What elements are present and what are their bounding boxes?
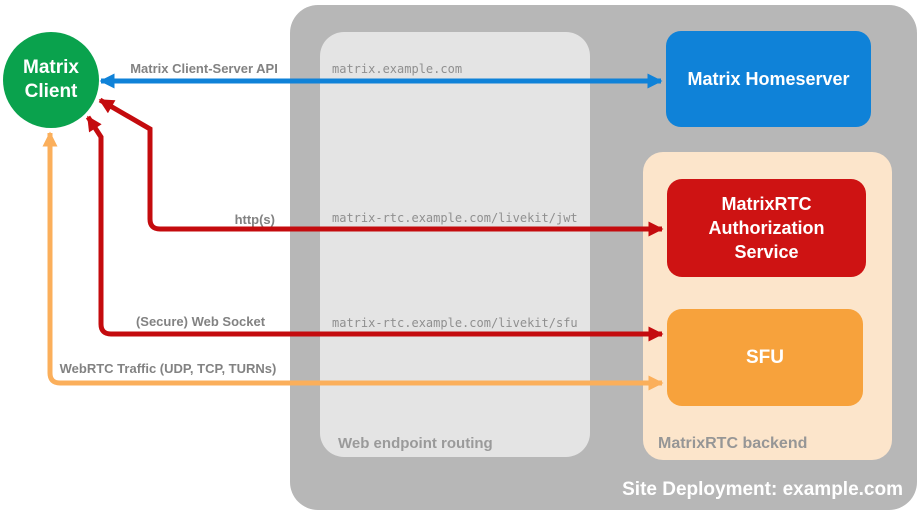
web-endpoint-routing-box bbox=[320, 32, 590, 457]
websocket-label: (Secure) Web Socket bbox=[135, 314, 266, 329]
https-label: http(s) bbox=[234, 212, 275, 227]
webrtc-traffic-label: WebRTC Traffic (UDP, TCP, TURNs) bbox=[59, 361, 277, 376]
endpoint-livekit-sfu: matrix-rtc.example.com/livekit/sfu bbox=[332, 316, 578, 330]
endpoint-matrix: matrix.example.com bbox=[332, 62, 463, 76]
auth-service-label: MatrixRTC Authorization Service bbox=[708, 194, 825, 262]
matrix-client-node: Matrix Client bbox=[3, 32, 99, 128]
sfu-label: SFU bbox=[746, 346, 784, 368]
matrix-homeserver-label: Matrix Homeserver bbox=[687, 68, 850, 89]
endpoint-livekit-jwt: matrix-rtc.example.com/livekit/jwt bbox=[332, 211, 578, 225]
auth-service-node: MatrixRTC Authorization Service bbox=[667, 179, 866, 277]
matrix-client-label-line1: Matrix bbox=[23, 57, 79, 78]
matrix-client-label-line2: Client bbox=[24, 81, 78, 102]
site-deployment-title: Site Deployment: example.com bbox=[622, 479, 903, 500]
client-server-api-label: Matrix Client-Server API bbox=[130, 61, 278, 76]
matrix-homeserver-node: Matrix Homeserver bbox=[666, 31, 871, 127]
web-endpoint-routing-title: Web endpoint routing bbox=[338, 435, 493, 452]
matrixrtc-backend-title: MatrixRTC backend bbox=[658, 435, 808, 452]
sfu-node: SFU bbox=[667, 309, 863, 406]
